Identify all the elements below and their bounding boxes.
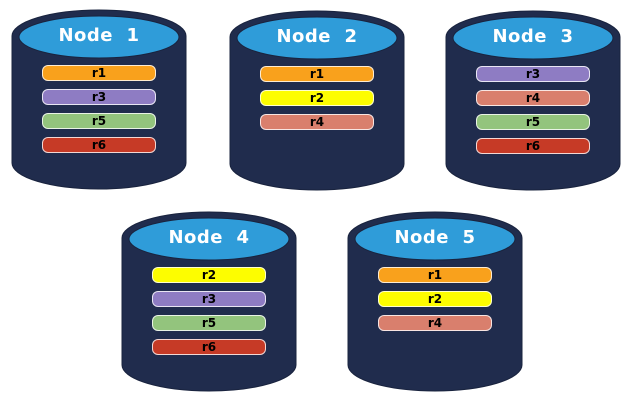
replica-label: r1 bbox=[309, 67, 325, 81]
node-1: Node 1 r1 r3 r5 r6 bbox=[11, 9, 187, 190]
replica-label: r3 bbox=[91, 90, 107, 104]
replica-label: r1 bbox=[427, 268, 443, 282]
replica-label: r4 bbox=[525, 91, 541, 105]
replica-label: r3 bbox=[201, 292, 217, 306]
node-2: Node 2 r1 r2 r4 bbox=[229, 10, 405, 191]
replica-bar: r3 bbox=[476, 66, 590, 82]
node-title: Node 3 bbox=[492, 26, 574, 47]
replica-bar: r6 bbox=[476, 138, 590, 154]
cylinder-top-ellipse bbox=[128, 217, 290, 261]
replica-label: r3 bbox=[525, 67, 541, 81]
replica-label: r4 bbox=[427, 316, 443, 330]
replica-label: r2 bbox=[427, 292, 443, 306]
replica-bar: r6 bbox=[152, 339, 266, 355]
replica-bar: r5 bbox=[42, 113, 156, 129]
node-5: Node 5 r1 r2 r4 bbox=[347, 211, 523, 392]
replica-bar: r4 bbox=[476, 90, 590, 106]
replica-list: r3 r4 r5 r6 bbox=[476, 66, 590, 162]
replica-bar: r2 bbox=[152, 267, 266, 283]
replica-label: r6 bbox=[525, 139, 541, 153]
cylinder-top-ellipse bbox=[18, 15, 180, 59]
replica-bar: r3 bbox=[42, 89, 156, 105]
cylinder-top-ellipse bbox=[354, 217, 516, 261]
node-title: Node 4 bbox=[168, 227, 250, 248]
replica-bar: r1 bbox=[378, 267, 492, 283]
replica-bar: r3 bbox=[152, 291, 266, 307]
replica-bar: r6 bbox=[42, 137, 156, 153]
replica-bar: r5 bbox=[476, 114, 590, 130]
node-title: Node 5 bbox=[394, 227, 476, 248]
node-3: Node 3 r3 r4 r5 r6 bbox=[445, 10, 621, 191]
cylinder-top-ellipse bbox=[236, 16, 398, 60]
replica-bar: r2 bbox=[378, 291, 492, 307]
replica-list: r1 r2 r4 bbox=[378, 267, 492, 339]
node-4: Node 4 r2 r3 r5 r6 bbox=[121, 211, 297, 392]
replica-label: r5 bbox=[91, 114, 107, 128]
replica-label: r5 bbox=[201, 316, 217, 330]
replica-label: r5 bbox=[525, 115, 541, 129]
node-title: Node 2 bbox=[276, 26, 358, 47]
replica-bar: r2 bbox=[260, 90, 374, 106]
cylinder-top-ellipse bbox=[452, 16, 614, 60]
node-title: Node 1 bbox=[58, 25, 140, 46]
replica-label: r2 bbox=[201, 268, 217, 282]
replica-list: r2 r3 r5 r6 bbox=[152, 267, 266, 363]
replica-bar: r1 bbox=[260, 66, 374, 82]
replica-label: r6 bbox=[91, 138, 107, 152]
replica-list: r1 r3 r5 r6 bbox=[42, 65, 156, 161]
replica-bar: r5 bbox=[152, 315, 266, 331]
replica-list: r1 r2 r4 bbox=[260, 66, 374, 138]
replica-label: r6 bbox=[201, 340, 217, 354]
replica-bar: r4 bbox=[260, 114, 374, 130]
replica-label: r1 bbox=[91, 66, 107, 80]
replica-label: r4 bbox=[309, 115, 325, 129]
replica-bar: r1 bbox=[42, 65, 156, 81]
replica-label: r2 bbox=[309, 91, 325, 105]
replica-bar: r4 bbox=[378, 315, 492, 331]
